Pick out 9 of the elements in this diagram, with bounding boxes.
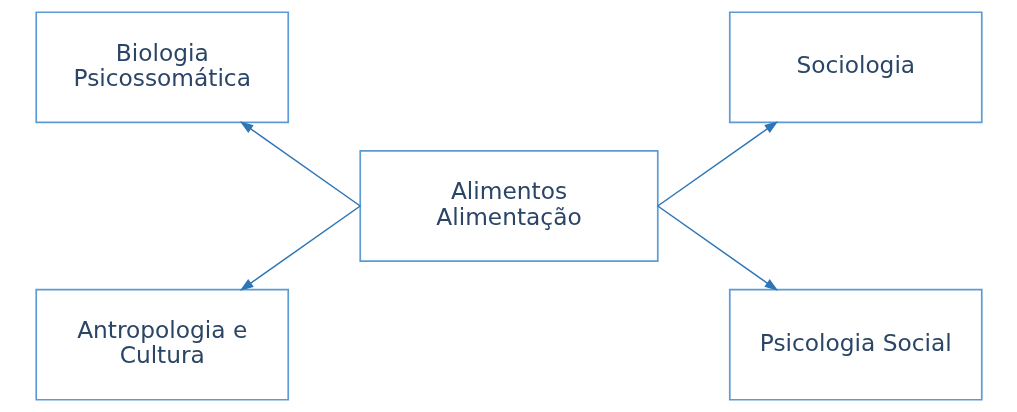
node-box: Alimentos Alimentação [358,150,659,262]
arrow [656,121,778,207]
arrow [239,205,361,291]
node-box: Antropologia e Cultura [34,288,289,401]
node-box: Psicologia Social [728,288,983,401]
node-box: Biologia Psicossomática [34,11,289,124]
arrow [656,205,778,291]
arrow [239,121,361,207]
node-box: Sociologia [728,11,983,124]
